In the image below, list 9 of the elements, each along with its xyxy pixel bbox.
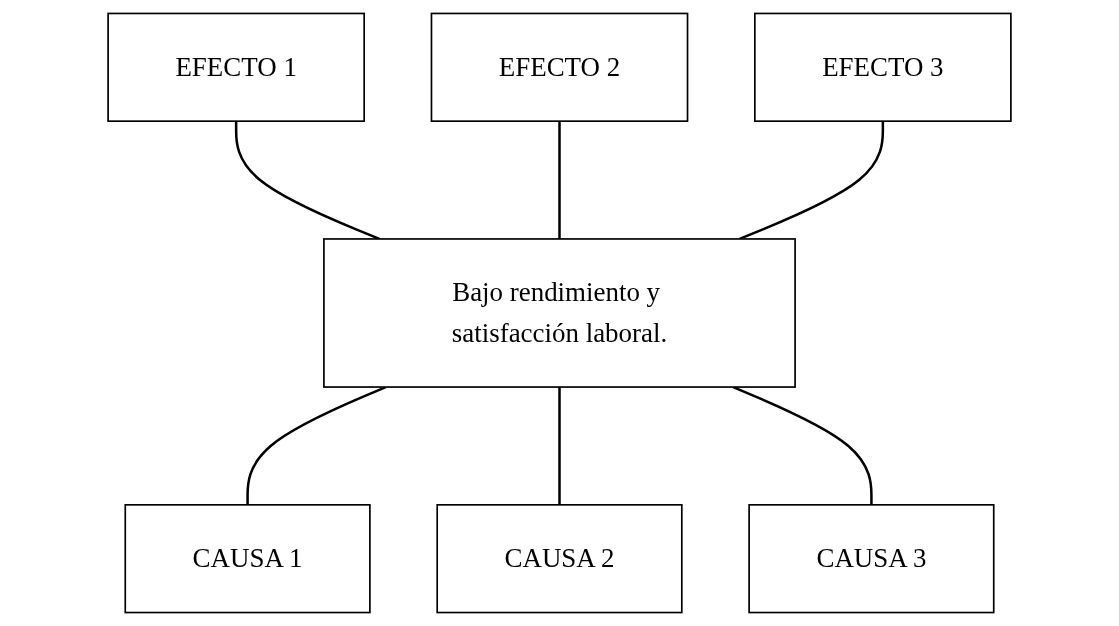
connector (558, 387, 561, 505)
node-box: CAUSA 3 (748, 504, 995, 614)
node-box: EFECTO 2 (430, 12, 689, 122)
node-box: EFECTO 1 (107, 12, 365, 122)
node-box: Bajo rendimiento y satisfacción laboral. (323, 238, 796, 388)
node-box: CAUSA 2 (436, 504, 683, 614)
node-box: EFECTO 3 (754, 12, 1012, 122)
connector (558, 121, 561, 239)
node-box: CAUSA 1 (124, 504, 371, 614)
